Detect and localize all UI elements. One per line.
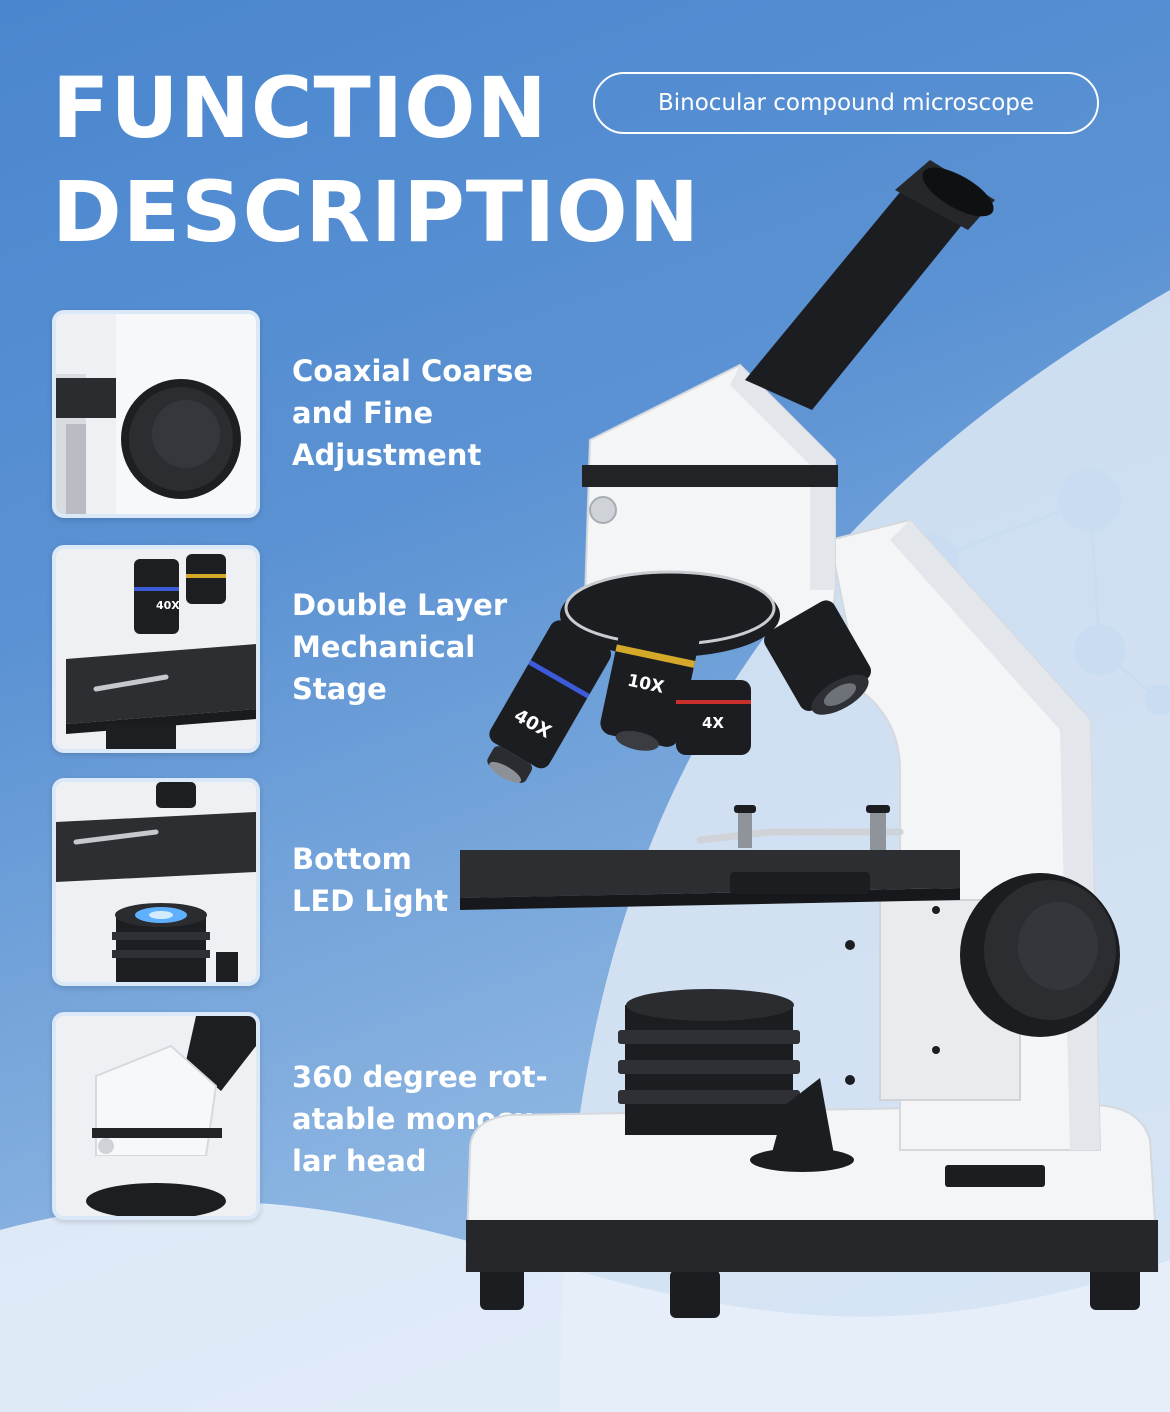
objective-4x-label: 4X xyxy=(702,714,724,732)
mechanical-stage xyxy=(460,805,960,910)
thumb-rotatable-head xyxy=(52,1012,260,1220)
feature-1-line-1: Coaxial Coarse xyxy=(292,354,534,388)
page-title: FUNCTION DESCRIPTION xyxy=(52,56,700,264)
objective-rear xyxy=(764,600,871,715)
objective-4x: 4X xyxy=(676,680,751,755)
microscope-image: 40X 10X 4X xyxy=(460,160,1160,1318)
title-line-1: FUNCTION xyxy=(52,59,548,157)
title-line-2: DESCRIPTION xyxy=(52,163,701,261)
rotating-head-icon xyxy=(56,1016,256,1216)
feature-1-line-2: and Fine xyxy=(292,396,434,430)
thumb-objective-label: 40X xyxy=(156,599,180,612)
feature-coaxial-adjustment: Coaxial Coarse and Fine Adjustment xyxy=(292,350,592,476)
feature-2-line-3: Stage xyxy=(292,672,387,706)
focus-knob-icon xyxy=(56,314,256,514)
stage-icon: 40X xyxy=(56,549,256,749)
thumb-mechanical-stage: 40X xyxy=(52,545,260,753)
feature-3-line-1: Bottom xyxy=(292,842,412,876)
microscope-head xyxy=(582,160,995,631)
focus-knob xyxy=(960,873,1120,1037)
objective-40x: 40X xyxy=(487,620,611,783)
feature-3-line-2: LED Light xyxy=(292,884,449,918)
feature-bottom-led: Bottom LED Light xyxy=(292,838,592,922)
feature-mechanical-stage: Double Layer Mechanical Stage xyxy=(292,584,592,710)
thumb-bottom-led xyxy=(52,778,260,986)
thumb-coaxial-adjustment xyxy=(52,310,260,518)
feature-4-line-3: lar head xyxy=(292,1144,427,1178)
feature-4-line-1: 360 degree rot- xyxy=(292,1060,548,1094)
feature-2-line-2: Mechanical xyxy=(292,630,476,664)
led-condenser xyxy=(618,989,854,1172)
led-light-icon xyxy=(56,782,256,982)
objective-turret: 40X 10X 4X xyxy=(487,570,871,783)
feature-2-line-1: Double Layer xyxy=(292,588,508,622)
product-type-badge: Binocular compound microscope xyxy=(593,72,1099,134)
feature-1-line-3: Adjustment xyxy=(292,438,482,472)
